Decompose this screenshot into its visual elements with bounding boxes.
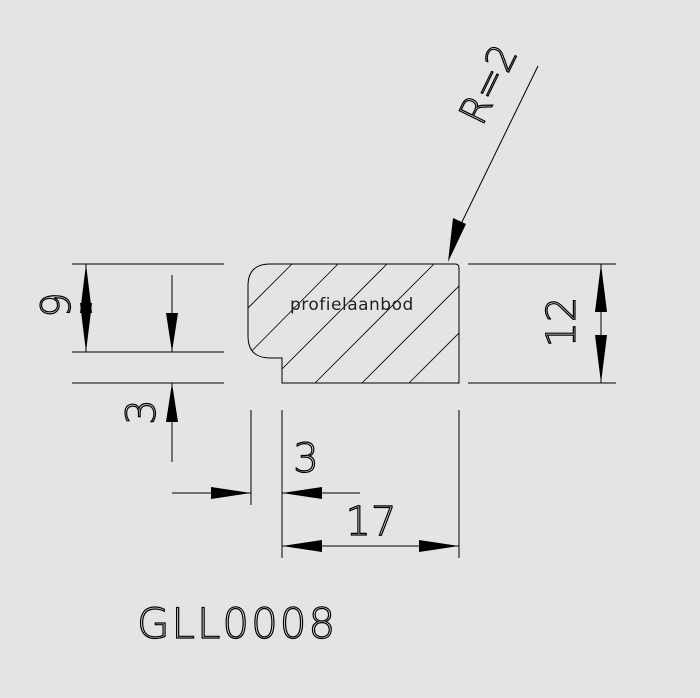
watermark-text: profielaanbod (290, 295, 414, 315)
dim-9-label: 9 (34, 292, 80, 317)
radius-arrow (448, 218, 466, 262)
dim-3v-label: 3 (119, 399, 165, 424)
dim-3h-arrow-left (211, 487, 251, 499)
dim-17-arrow-left (282, 540, 322, 552)
dim-17-arrow-right (419, 540, 459, 552)
profile-outline (247, 263, 460, 384)
dim-17-label: 17 (346, 499, 397, 545)
radius-label: R=2 (450, 38, 526, 131)
dim-3h-arrow-right (282, 487, 322, 499)
dim-12-arrow-bottom (595, 335, 607, 383)
dim-3v-arrow-bottom (166, 383, 178, 422)
dim-12-label: 12 (539, 297, 585, 348)
dim-9-arrow-bottom (80, 303, 92, 352)
dim-3h-label: 3 (293, 436, 318, 482)
profile-code: GLL0008 (137, 599, 337, 648)
dim-3v-arrow-top (166, 313, 178, 352)
profile-hatching (248, 264, 459, 383)
dim-9-arrow-top (80, 264, 92, 313)
dim-12-arrow-top (595, 264, 607, 312)
radius-leader (459, 65, 539, 227)
